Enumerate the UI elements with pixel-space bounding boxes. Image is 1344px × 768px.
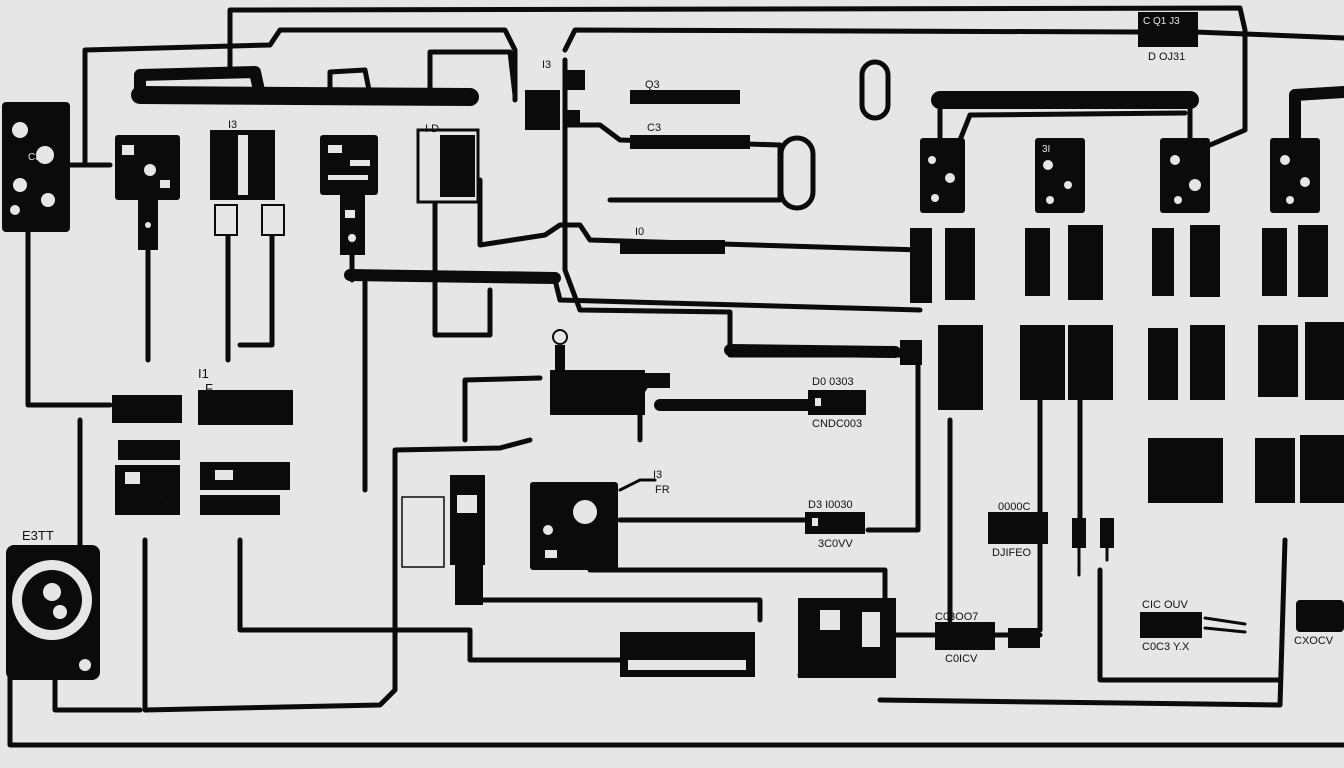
edge-connector: CXOCV [1294, 600, 1344, 647]
wire-center-run-c [477, 177, 923, 253]
center-module-sub: FR [655, 484, 670, 496]
top-right-caption: D OJ31 [1148, 51, 1185, 63]
bundle-upper-loop [134, 66, 266, 101]
wire-center-run-a [562, 57, 903, 358]
left-stack-sub: F [205, 381, 213, 396]
relay-left-tag: I0 [635, 226, 644, 238]
center-relay-upper [550, 329, 670, 415]
vertical-probes [1072, 518, 1114, 577]
conn-b-top: D3 I0030 [808, 499, 853, 511]
left-stack-foot: 8 [165, 498, 172, 513]
bundle-far-right [1289, 86, 1344, 146]
wire-top-right-run [562, 27, 1143, 53]
edge-label: CXOCV [1294, 635, 1334, 647]
conn-a-top: D0 0303 [812, 376, 854, 388]
center-module-tag: I3 [653, 469, 662, 481]
wire-left-v3 [237, 232, 275, 348]
relay-a: I3 [210, 119, 285, 236]
bundle-tags: Q3 C3 I0 [620, 79, 750, 254]
right-block-bottom: DJIFEO [992, 547, 1032, 559]
wire-bottom-to-meter [52, 677, 143, 713]
wire-layer [7, 5, 1344, 748]
bundle-upper-tag: Q3 [645, 79, 660, 91]
wire-module-down2 [587, 557, 888, 603]
meter-title: E3TT [22, 528, 54, 543]
wire-module-down [467, 597, 763, 623]
wire-top-right-branch [1192, 29, 1344, 41]
wire-bottom-third [237, 537, 623, 663]
wire-left-vertical [25, 217, 113, 408]
bottom-large-module [620, 598, 896, 678]
bundle-lower-tag: C3 [647, 122, 661, 134]
relay-center-top: I D [416, 123, 480, 204]
center-left-cards [401, 475, 485, 605]
bundle-right-thin [957, 110, 1188, 143]
bottom-conn-bottom: C0ICV [945, 653, 978, 665]
wire-module-up [462, 375, 543, 443]
wire-bottom-run-right [877, 537, 1288, 708]
wire-loop-center [432, 197, 493, 338]
bottom-connector: C03OO7 C0ICV [935, 611, 1040, 665]
right-relay-bank: 3I [920, 138, 1320, 213]
top-right-module: C Q1 J3 D OJ31 [1138, 12, 1198, 63]
fuse-box-a [115, 135, 180, 250]
conn-b-bottom: 3C0VV [818, 538, 854, 550]
bundle-mid [344, 269, 561, 284]
bottom-conn-top: C03OO7 [935, 611, 978, 623]
left-relay-stack: I1 F 8 [112, 366, 293, 515]
wire-bottom-main [7, 647, 1344, 748]
wire-top-main [227, 5, 1248, 148]
top-mid-marker: I3 [542, 59, 551, 71]
left-panel-module: C3 [2, 102, 70, 232]
bundle-upper [131, 86, 479, 106]
relay-block-tag: I D [425, 123, 439, 135]
wire-module-up2 [618, 478, 657, 492]
probe-top: CIC OUV [1142, 599, 1189, 611]
right-fuse-stack [900, 225, 1344, 503]
meter-gauge: E3TT [6, 528, 100, 680]
right-block-connector: 0000C DJIFEO [988, 501, 1048, 559]
right-block-top: 0000C [998, 501, 1030, 513]
conn-a-bottom: CNDC003 [812, 418, 862, 430]
probe-bottom: C0C3 Y.X [1142, 641, 1190, 653]
top-right-module-label: C Q1 J3 [1143, 16, 1180, 27]
wire-center-thick [724, 344, 901, 358]
panel-mini-label: C3 [28, 152, 41, 163]
connector-a: D0 0303 CNDC003 [808, 376, 866, 430]
fuse-box-b [320, 135, 378, 255]
top-center-junction: I3 [525, 59, 585, 130]
bundle-upper-arc2 [427, 49, 518, 98]
wire-top-second [82, 27, 518, 168]
probe-connector: CIC OUV C0C3 Y.X [1140, 599, 1247, 653]
loop-connector-mid [778, 135, 816, 211]
wire-vertical-right-a [865, 357, 921, 533]
bundle-upper-arc [327, 67, 373, 98]
harness-tag: I3 [228, 119, 237, 131]
left-stack-tag: I1 [198, 366, 209, 381]
connector-b: D3 I0030 3C0VV [805, 499, 865, 550]
wire-center-run-d [552, 277, 923, 313]
right-bank-mini: 3I [1042, 144, 1050, 155]
center-control-module: I3 FR [530, 469, 670, 570]
wire-vertical-right-e [1097, 567, 1283, 683]
wire-bottom-second [142, 437, 533, 713]
loop-connector-top [859, 59, 891, 121]
